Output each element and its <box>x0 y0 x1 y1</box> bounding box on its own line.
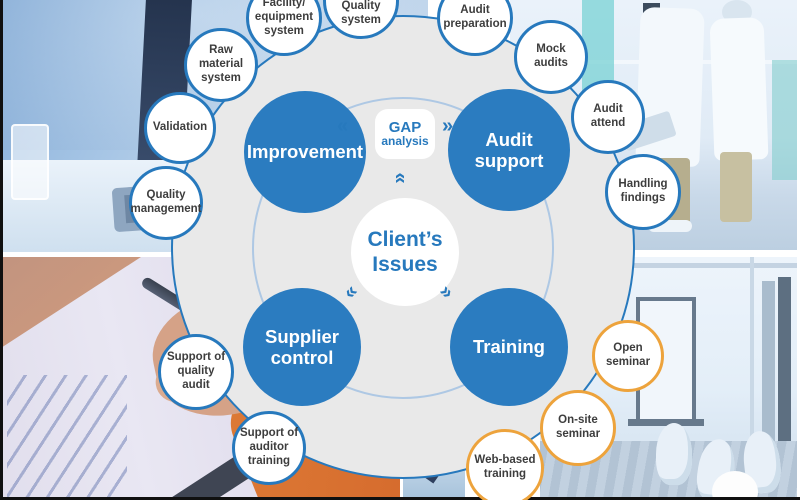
hub-label: Supplier control <box>264 325 339 368</box>
hub-training: Training <box>450 288 568 406</box>
satellite-label: Mock audits <box>534 43 568 69</box>
gap-subtitle: analysis <box>381 134 429 149</box>
chevron-up-icon: « <box>389 172 412 184</box>
satellite-validation: Validation <box>144 92 216 164</box>
satellite-raw-material-system: Raw material system <box>184 28 258 102</box>
satellite-on-site-seminar: On-site seminar <box>540 390 616 466</box>
satellite-web-based-training: Web-based training <box>466 429 544 500</box>
satellite-label: Audit attend <box>590 103 626 129</box>
chevron-left-icon: « <box>337 115 349 137</box>
satellite-label: Quality system <box>341 0 381 27</box>
satellite-label: Open seminar <box>605 342 651 368</box>
satellite-support-of-quality-audit: Support of quality audit <box>158 334 234 410</box>
satellite-support-of-auditor-training: Support of auditor training <box>232 411 306 485</box>
satellite-label: Support of quality audit <box>166 351 226 391</box>
satellite-label: Raw material system <box>198 44 244 84</box>
ceiling-line-shape <box>540 263 797 268</box>
satellite-label: Support of auditor training <box>239 427 299 467</box>
lab-coat-shape <box>709 17 769 161</box>
center-circle-clients-issues: Client’s Issues <box>351 198 459 306</box>
hub-label: Audit support <box>474 128 544 171</box>
satellite-audit-attend: Audit attend <box>571 80 645 154</box>
satellite-quality-management: Quality management <box>129 166 203 240</box>
gap-title: GAP <box>388 118 422 136</box>
hub-label: Training <box>473 336 545 358</box>
pants-shape <box>720 152 752 222</box>
window-frame-shape <box>778 277 791 477</box>
satellite-mock-audits: Mock audits <box>514 20 588 94</box>
orbit-ring <box>252 97 554 399</box>
screen-edge-bottom <box>0 497 800 500</box>
satellite-label: Audit preparation <box>443 4 507 30</box>
screen-bar-shape <box>628 419 704 426</box>
water-glass-shape <box>11 124 49 200</box>
chevron-right-icon: » <box>442 115 454 137</box>
wall-corner-shape <box>750 257 754 482</box>
satellite-label: On-site seminar <box>555 414 601 440</box>
satellite-label: Web-based training <box>474 454 536 480</box>
lab-equipment-shape <box>772 60 797 180</box>
satellite-label: Quality management <box>130 189 202 215</box>
satellite-label: Facility/ equipment system <box>254 0 314 37</box>
window-pane-shape <box>762 281 775 471</box>
satellite-open-seminar: Open seminar <box>592 320 664 392</box>
hub-improvement: Improvement <box>244 91 366 213</box>
satellite-label: Validation <box>152 121 208 134</box>
checklist-lines-shape <box>7 375 127 497</box>
satellite-audit-preparation: Audit preparation <box>437 0 513 56</box>
satellite-handling-findings: Handling findings <box>605 154 681 230</box>
satellite-label: Handling findings <box>618 178 668 204</box>
chair-shape <box>656 423 692 485</box>
hub-supplier-control: Supplier control <box>243 288 361 406</box>
gap-analysis-box: GAP analysis <box>375 109 435 159</box>
center-label: Client’s Issues <box>367 227 443 276</box>
screen-edge-left <box>0 0 3 500</box>
hub-audit-support: Audit support <box>448 89 570 211</box>
hub-label: Improvement <box>246 141 364 163</box>
